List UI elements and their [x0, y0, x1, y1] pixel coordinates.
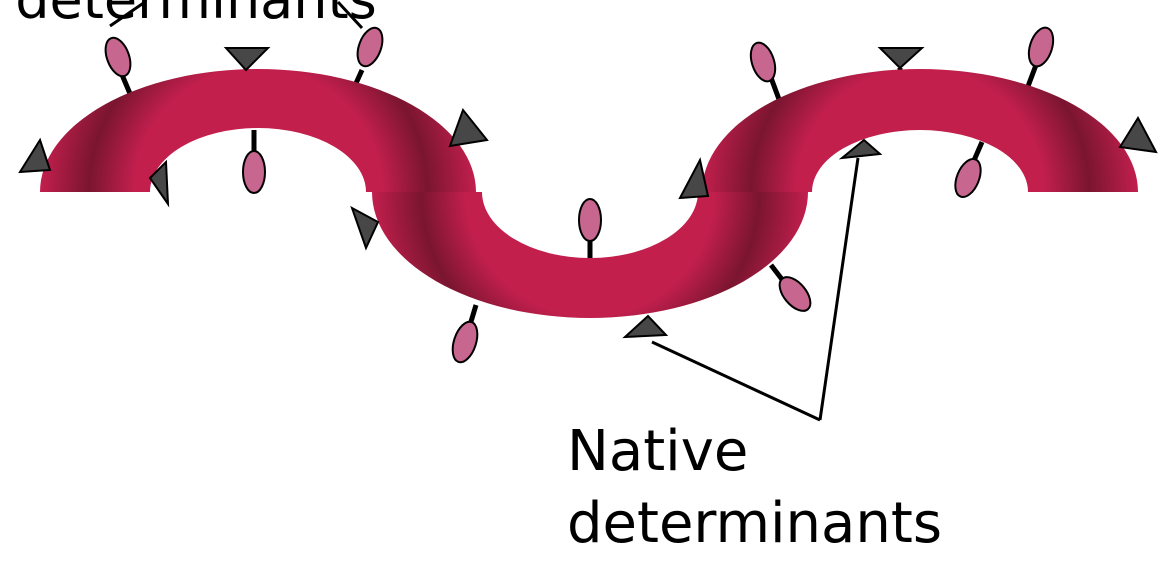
native-triangle-icon	[678, 157, 710, 200]
hapten-icon	[578, 198, 602, 242]
strand-arch-right	[702, 69, 1138, 192]
native-triangle-icon	[223, 47, 271, 72]
hapten-icon	[1027, 26, 1055, 68]
hapten-icon	[778, 276, 812, 312]
native-triangle-icon	[350, 205, 380, 251]
native-triangle-icon	[838, 138, 883, 160]
native-triangle-icon	[622, 314, 669, 339]
hapten-icon	[104, 36, 132, 78]
top-leader-line-right	[336, 0, 364, 30]
native-triangle-icon	[18, 137, 52, 174]
strand-arch-left	[40, 69, 476, 192]
native-stems	[243, 68, 903, 78]
native-triangle-icon	[448, 107, 489, 148]
native-determinants-label-line2: determinants	[567, 491, 942, 556]
top-leader-line-left	[109, 0, 146, 28]
hapten-icon	[451, 320, 479, 364]
native-triangle-icon	[1118, 115, 1158, 154]
native-determinants-label-line1: Native	[567, 419, 748, 484]
native-triangle-icon	[148, 159, 170, 208]
native-determinants	[18, 47, 1158, 339]
hapten-icon	[242, 150, 266, 194]
hapten-icon	[749, 41, 777, 83]
strand-trough-middle	[372, 192, 808, 318]
hapten-icon	[954, 158, 982, 198]
top-determinants-label: determinants	[15, 0, 377, 31]
native-triangle-icon	[877, 47, 925, 70]
hapten-icon	[356, 26, 384, 68]
hapten-determinants	[104, 26, 1055, 364]
native-leader-lines	[651, 157, 860, 422]
